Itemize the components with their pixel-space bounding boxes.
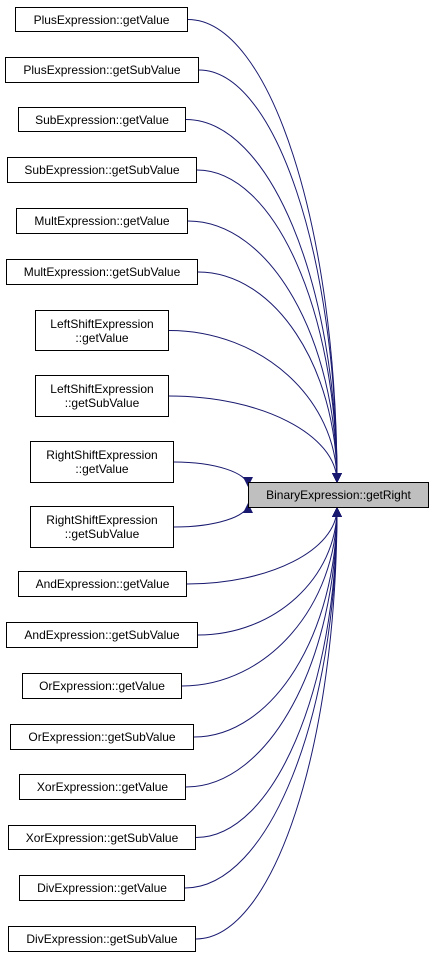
node-label-line: OrExpression::getSubValue xyxy=(28,730,176,744)
node-andexpression-getvalue[interactable]: AndExpression::getValue xyxy=(18,571,187,597)
edge-multexpression-getvalue xyxy=(187,220,342,483)
node-leftshiftexpression-getvalue[interactable]: LeftShiftExpression::getValue xyxy=(35,310,169,351)
node-label-line: LeftShiftExpression xyxy=(50,382,154,396)
node-divexpression-getvalue[interactable]: DivExpression::getValue xyxy=(19,875,185,901)
edge-leftshiftexpression-getsubvalue xyxy=(168,395,342,483)
node-xorexpression-getsubvalue[interactable]: XorExpression::getSubValue xyxy=(8,825,196,850)
node-andexpression-getsubvalue[interactable]: AndExpression::getSubValue xyxy=(6,622,198,648)
node-label-line: AndExpression::getValue xyxy=(35,577,170,591)
node-label-line: PlusExpression::getValue xyxy=(33,12,170,27)
node-label-line: ::getSubValue xyxy=(64,396,140,410)
node-label-line: ::getSubValue xyxy=(64,527,140,541)
node-divexpression-getsubvalue[interactable]: DivExpression::getSubValue xyxy=(8,926,196,952)
node-label-line: DivExpression::getSubValue xyxy=(26,932,178,946)
node-label-line: XorExpression::getValue xyxy=(36,780,169,794)
node-label-line: XorExpression::getSubValue xyxy=(25,830,179,845)
node-label-line: MultExpression::getValue xyxy=(34,214,170,228)
node-label-line: PlusExpression::getSubValue xyxy=(23,63,181,77)
edge-andexpression-getsubvalue xyxy=(197,507,342,636)
node-subexpression-getsubvalue[interactable]: SubExpression::getSubValue xyxy=(7,157,197,183)
node-label-line: RightShiftExpression xyxy=(46,513,158,527)
node-rightshiftexpression-getsubvalue[interactable]: RightShiftExpression::getSubValue xyxy=(30,506,174,548)
node-orexpression-getsubvalue[interactable]: OrExpression::getSubValue xyxy=(10,724,194,750)
node-label-line: OrExpression::getValue xyxy=(39,679,165,693)
edge-rightshiftexpression-getsubvalue xyxy=(173,503,253,528)
node-label-line: LeftShiftExpression xyxy=(50,316,154,331)
node-orexpression-getvalue[interactable]: OrExpression::getValue xyxy=(22,673,182,699)
edge-multexpression-getsubvalue xyxy=(197,271,342,483)
edge-rightshiftexpression-getvalue xyxy=(173,461,253,487)
node-label-line: DivExpression::getValue xyxy=(37,881,167,895)
node-label-line: MultExpression::getSubValue xyxy=(23,265,181,279)
node-subexpression-getvalue[interactable]: SubExpression::getValue xyxy=(18,107,186,132)
edge-orexpression-getvalue xyxy=(181,507,342,687)
node-binaryexpression-getright[interactable]: BinaryExpression::getRight xyxy=(248,482,429,508)
node-label-line: SubExpression::getSubValue xyxy=(24,163,180,177)
node-plusexpression-getsubvalue[interactable]: PlusExpression::getSubValue xyxy=(5,57,199,83)
edge-xorexpression-getsubvalue xyxy=(195,507,342,838)
edge-divexpression-getsubvalue xyxy=(195,507,342,940)
node-label-line: SubExpression::getValue xyxy=(35,112,169,127)
node-multexpression-getvalue[interactable]: MultExpression::getValue xyxy=(16,208,188,234)
node-label-line: AndExpression::getSubValue xyxy=(24,628,180,642)
edge-leftshiftexpression-getvalue xyxy=(168,330,342,483)
edge-orexpression-getsubvalue xyxy=(193,507,342,738)
edge-subexpression-getsubvalue xyxy=(196,169,342,483)
node-label-line: ::getValue xyxy=(75,330,129,345)
node-plusexpression-getvalue[interactable]: PlusExpression::getValue xyxy=(15,7,188,32)
node-leftshiftexpression-getsubvalue[interactable]: LeftShiftExpression::getSubValue xyxy=(35,375,169,417)
node-xorexpression-getvalue[interactable]: XorExpression::getValue xyxy=(19,774,186,800)
edge-xorexpression-getvalue xyxy=(185,507,342,788)
node-label-line: RightShiftExpression xyxy=(46,448,158,462)
node-label: BinaryExpression::getRight xyxy=(266,488,411,502)
edge-andexpression-getvalue xyxy=(186,507,342,585)
edge-plusexpression-getvalue xyxy=(187,19,342,483)
edge-subexpression-getvalue xyxy=(185,119,342,483)
node-label-line: ::getValue xyxy=(75,462,129,476)
node-rightshiftexpression-getvalue[interactable]: RightShiftExpression::getValue xyxy=(30,441,174,483)
edge-plusexpression-getsubvalue xyxy=(198,69,342,483)
edge-divexpression-getvalue xyxy=(184,507,342,889)
node-multexpression-getsubvalue[interactable]: MultExpression::getSubValue xyxy=(6,259,198,285)
